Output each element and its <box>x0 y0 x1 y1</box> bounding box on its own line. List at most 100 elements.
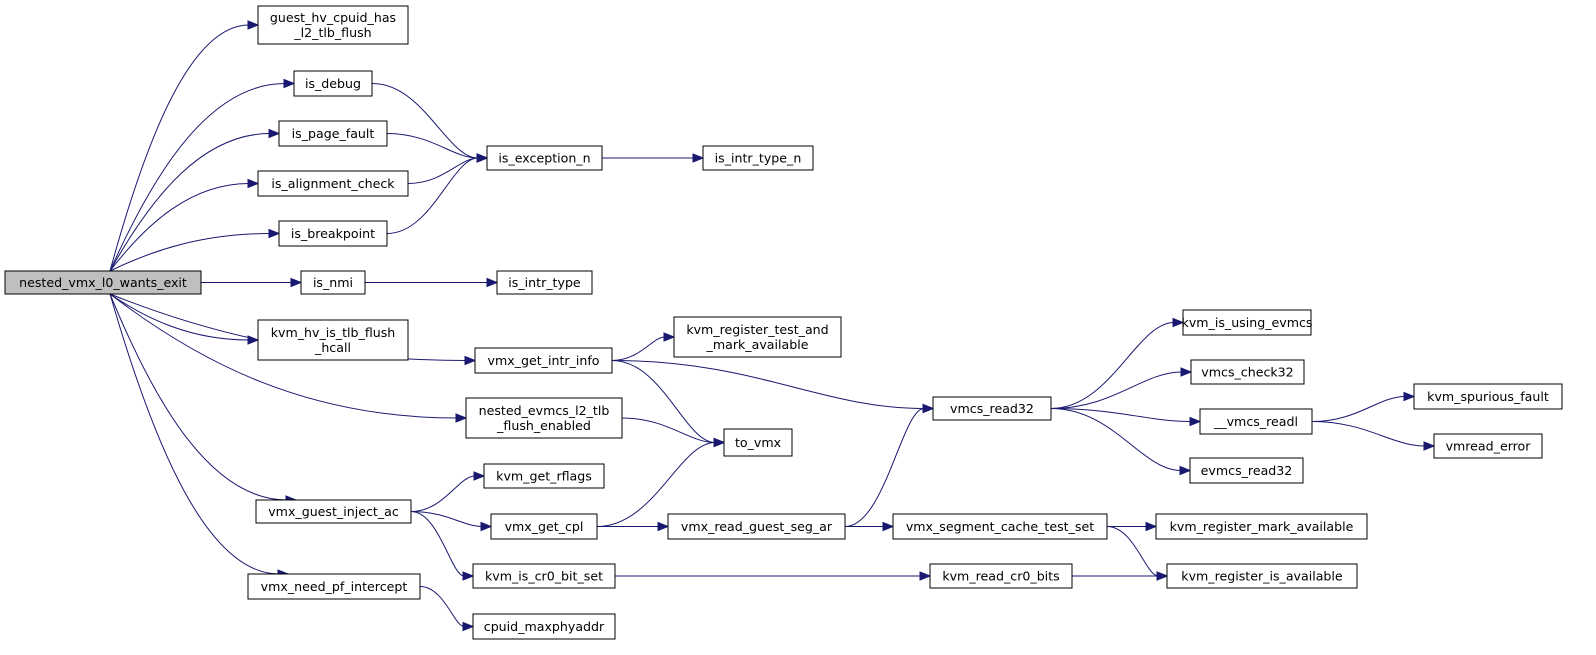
node-box <box>1155 513 1368 540</box>
node-box <box>496 270 593 295</box>
node-kvm-is-using-evmcs[interactable]: kvm_is_using_evmcs <box>1182 309 1313 336</box>
node-label: to_vmx <box>735 435 782 450</box>
node-vmx-get-intr-info[interactable]: vmx_get_intr_info <box>474 347 613 374</box>
node-kvm-is-cr0-bit-set[interactable]: kvm_is_cr0_bit_set <box>472 563 616 589</box>
node-box <box>4 270 202 295</box>
node-label: vmx_guest_inject_ac <box>268 504 399 519</box>
edge-vmcs-read32-to-vmcs-check32 <box>1050 367 1193 409</box>
edge-vmx-get-cpl-to-to-vmx <box>596 437 726 527</box>
node-label: kvm_get_rflags <box>496 469 592 484</box>
edge-vmcs-readl-to-kvm-spurious-fault <box>1311 391 1416 422</box>
node-box <box>1413 383 1563 410</box>
node-box <box>278 220 388 247</box>
node-vmx-segment-cache-test-set[interactable]: vmx_segment_cache_test_set <box>892 513 1108 540</box>
node-is-intr-type[interactable]: is_intr_type <box>496 270 593 295</box>
node-box <box>255 499 412 524</box>
node-label: __vmcs_readl <box>1213 414 1298 429</box>
node-vmread-error[interactable]: vmread_error <box>1433 433 1543 459</box>
node-kvm-spurious-fault[interactable]: kvm_spurious_fault <box>1413 383 1563 410</box>
node-guest-hv-cpuid-has-l2-tlb-flush[interactable]: guest_hv_cpuid_has_l2_tlb_flush <box>257 5 409 45</box>
node-box <box>474 347 613 374</box>
node-label: _hcall <box>314 340 351 355</box>
edge-nested-evmcs-l2-tlb-flush-enabled-to-to-vmx <box>621 417 726 448</box>
edge-vmx-read-guest-seg-ar-to-vmx-segment-cache-test-set <box>845 521 895 532</box>
node-box <box>1166 563 1358 589</box>
node-box <box>247 573 421 600</box>
node-vmcs-check32[interactable]: vmcs_check32 <box>1190 359 1305 385</box>
node-nested-evmcs-l2-tlb-flush-enabled[interactable]: nested_evmcs_l2_tlb_flush_enabled <box>465 397 623 439</box>
node-label: is_exception_n <box>498 151 590 166</box>
node-vmx-need-pf-intercept[interactable]: vmx_need_pf_intercept <box>247 573 421 600</box>
node-label: kvm_register_is_available <box>1181 569 1343 584</box>
node-to-vmx[interactable]: to_vmx <box>723 428 793 457</box>
node-kvm-hv-is-tlb-flush-hcall[interactable]: kvm_hv_is_tlb_flush_hcall <box>257 319 409 361</box>
node-vmcs-readl[interactable]: __vmcs_readl <box>1199 408 1313 435</box>
node-label: is_nmi <box>313 275 353 290</box>
edge-vmx-need-pf-intercept-to-cpuid-maxphyaddr <box>419 586 475 632</box>
edge-nested-vmx-l0-wants-exit-to-is-alignment-check <box>109 178 260 272</box>
edge-is-breakpoint-to-is-exception-n <box>386 153 489 234</box>
edge-kvm-read-cr0-bits-to-kvm-register-is-available <box>1072 571 1169 581</box>
node-is-breakpoint[interactable]: is_breakpoint <box>278 220 388 247</box>
node-vmx-read-guest-seg-ar[interactable]: vmx_read_guest_seg_ar <box>667 513 846 540</box>
edge-is-debug-to-is-exception-n <box>371 83 489 163</box>
node-kvm-register-is-available[interactable]: kvm_register_is_available <box>1166 563 1358 589</box>
node-vmx-guest-inject-ac[interactable]: vmx_guest_inject_ac <box>255 499 412 524</box>
node-cpuid-maxphyaddr[interactable]: cpuid_maxphyaddr <box>472 613 616 640</box>
node-box <box>483 463 605 489</box>
node-is-intr-type-n[interactable]: is_intr_type_n <box>702 145 814 171</box>
node-evmcs-read32[interactable]: evmcs_read32 <box>1189 457 1304 484</box>
call-nodes: nested_vmx_l0_wants_exit guest_hv_cpuid_h… <box>4 5 1563 640</box>
edge-nested-vmx-l0-wants-exit-to-is-breakpoint <box>109 228 281 272</box>
node-kvm-read-cr0-bits[interactable]: kvm_read_cr0_bits <box>929 563 1073 589</box>
node-box <box>1433 433 1543 459</box>
node-box <box>465 397 623 439</box>
node-is-page-fault[interactable]: is_page_fault <box>278 120 388 147</box>
node-box <box>702 145 814 171</box>
node-label: is_page_fault <box>292 126 375 141</box>
node-box <box>1190 359 1305 385</box>
node-label: kvm_read_cr0_bits <box>942 569 1059 584</box>
node-kvm-register-mark-available[interactable]: kvm_register_mark_available <box>1155 513 1368 540</box>
edge-nested-vmx-l0-wants-exit-to-is-page-fault <box>109 128 281 272</box>
node-label: _mark_available <box>706 337 809 352</box>
node-label: is_intr_type <box>508 275 581 290</box>
node-label: vmread_error <box>1446 439 1532 454</box>
edge-is-exception-n-to-is-intr-type-n <box>601 153 705 163</box>
node-label: kvm_is_using_evmcs <box>1182 315 1313 330</box>
node-kvm-register-test-and-mark-available[interactable]: kvm_register_test_and_mark_available <box>673 316 842 358</box>
node-label: _l2_tlb_flush <box>293 25 371 40</box>
node-label: kvm_register_test_and <box>686 322 828 337</box>
node-label: is_debug <box>305 76 361 91</box>
node-box <box>293 70 373 97</box>
node-label: vmx_get_intr_info <box>488 353 600 368</box>
node-label: kvm_hv_is_tlb_flush <box>271 325 396 340</box>
node-box <box>932 396 1052 421</box>
node-label: vmcs_check32 <box>1201 365 1293 380</box>
node-is-debug[interactable]: is_debug <box>293 70 373 97</box>
node-nested-vmx-l0-wants-exit[interactable]: nested_vmx_l0_wants_exit <box>4 270 202 295</box>
node-vmx-get-cpl[interactable]: vmx_get_cpl <box>490 513 598 540</box>
edge-vmx-get-cpl-to-vmx-read-guest-seg-ar <box>597 521 670 532</box>
node-box <box>257 319 409 361</box>
edge-vmx-guest-inject-ac-to-kvm-is-cr0-bit-set <box>410 511 475 581</box>
node-is-alignment-check[interactable]: is_alignment_check <box>257 170 409 197</box>
node-box <box>667 513 846 540</box>
node-box <box>1199 408 1313 435</box>
node-label: kvm_spurious_fault <box>1427 389 1549 404</box>
edge-vmcs-read32-to-evmcs-read32 <box>1050 408 1192 476</box>
node-box <box>278 120 388 147</box>
node-box <box>673 316 842 358</box>
node-is-nmi[interactable]: is_nmi <box>300 270 366 295</box>
edge-vmcs-read32-to-kvm-is-using-evmcs <box>1050 317 1185 409</box>
node-vmcs-read32[interactable]: vmcs_read32 <box>932 396 1052 421</box>
node-kvm-get-rflags[interactable]: kvm_get_rflags <box>483 463 605 489</box>
node-box <box>1189 457 1304 484</box>
edge-vmx-segment-cache-test-set-to-kvm-register-mark-available <box>1107 521 1158 532</box>
edge-vmx-read-guest-seg-ar-to-vmcs-read32 <box>844 403 935 527</box>
node-box <box>892 513 1108 540</box>
node-label: nested_vmx_l0_wants_exit <box>19 275 187 290</box>
node-is-exception-n[interactable]: is_exception_n <box>486 145 603 171</box>
edge-nested-vmx-l0-wants-exit-to-is-nmi <box>200 277 303 288</box>
